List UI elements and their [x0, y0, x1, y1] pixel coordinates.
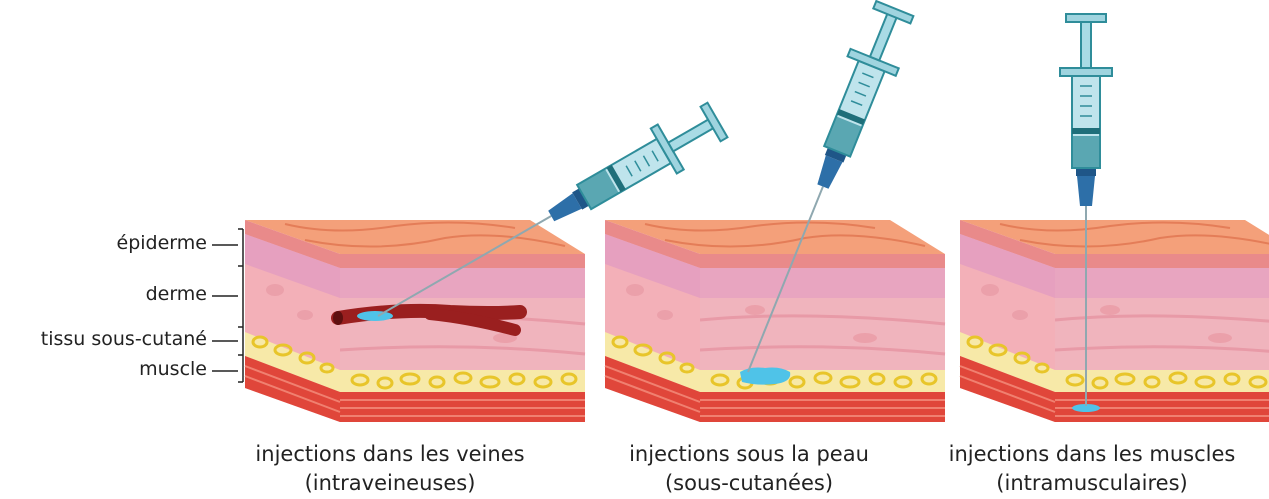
caption-muscles-title: injections dans les muscles — [922, 440, 1262, 469]
caption-subcutaneous-subtitle: (sous-cutanées) — [579, 469, 919, 498]
injected-fluid-subcutaneous — [740, 368, 790, 385]
caption-veins-subtitle: (intraveineuses) — [220, 469, 560, 498]
label-subcutaneous: tissu sous-cutané — [41, 328, 207, 350]
caption-muscles-subtitle: (intramusculaires) — [922, 469, 1262, 498]
label-epidermis: épiderme — [117, 232, 207, 254]
caption-veins-title: injections dans les veines — [220, 440, 560, 469]
skin-block-intramuscular — [960, 220, 1269, 422]
skin-block-subcutaneous — [605, 220, 945, 422]
label-dermis: derme — [146, 283, 207, 305]
caption-muscles: injections dans les muscles (intramuscul… — [922, 440, 1262, 498]
injected-fluid-vein — [357, 311, 393, 321]
caption-subcutaneous: injections sous la peau (sous-cutanées) — [579, 440, 919, 498]
skin-block-veins — [245, 220, 585, 422]
caption-veins: injections dans les veines (intraveineus… — [220, 440, 560, 498]
label-muscle: muscle — [139, 358, 207, 380]
layer-bracket — [212, 229, 243, 382]
caption-subcutaneous-title: injections sous la peau — [579, 440, 919, 469]
